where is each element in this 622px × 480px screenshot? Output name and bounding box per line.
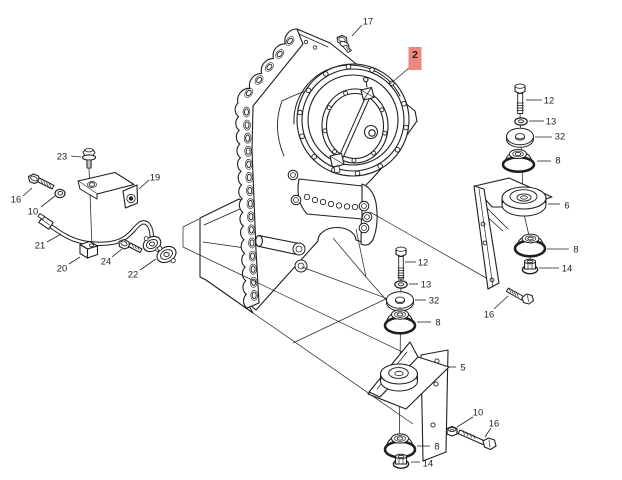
callout-8: 8 — [434, 441, 439, 452]
callout-12: 12 — [418, 257, 428, 268]
phantom-lines — [182, 211, 489, 425]
bolt-24 — [118, 238, 143, 253]
flange-bolt-holes — [242, 36, 295, 301]
leader-line-10 — [40, 195, 56, 208]
callout-23: 23 — [57, 151, 67, 162]
clamp-block-20 — [79, 240, 99, 259]
callout-21: 21 — [35, 240, 45, 251]
callout-2: 2 — [412, 49, 418, 61]
pipe-21 — [37, 213, 155, 247]
bolt-16-right — [506, 287, 535, 305]
callout-22: 22 — [128, 269, 138, 280]
case-detail-holes — [287, 39, 373, 273]
bell-housing — [293, 63, 410, 177]
callout-16: 16 — [484, 309, 494, 320]
bracket-6 — [473, 177, 553, 290]
leader-line-16 — [484, 427, 492, 438]
leader-line-23 — [70, 155, 82, 158]
washer-32-center — [386, 291, 414, 312]
nut-14-right — [521, 258, 539, 275]
leader-line-24 — [111, 248, 123, 258]
leader-line-20 — [68, 256, 81, 265]
callout-10: 10 — [473, 407, 483, 418]
callout-14: 14 — [423, 458, 433, 469]
callout-24: 24 — [101, 256, 111, 267]
leader-line-17 — [351, 24, 363, 37]
bracket-19 — [77, 171, 139, 209]
leader-line-16 — [22, 187, 33, 197]
cushion-8-center-lower — [383, 433, 417, 459]
highlight-box — [408, 47, 422, 70]
callout-13: 13 — [546, 116, 556, 127]
callout-32: 32 — [555, 131, 565, 142]
transmission-case — [199, 28, 418, 314]
callout-10: 10 — [28, 206, 38, 217]
case-flange — [234, 28, 304, 309]
callout-19: 19 — [150, 172, 160, 183]
bolt-12-center — [395, 246, 407, 280]
nut-10-center — [446, 425, 458, 437]
cushion-8-right-lower — [513, 233, 547, 258]
nut-14-center — [392, 453, 410, 470]
cushion-8-right-upper — [501, 149, 536, 174]
callout-17: 17 — [363, 16, 373, 27]
callout-6: 6 — [564, 200, 569, 211]
callout-8: 8 — [555, 155, 560, 166]
washer-32-right — [506, 127, 534, 148]
bolt-17 — [336, 35, 352, 53]
washer-13-right — [514, 117, 528, 126]
mount-assembly-center — [367, 246, 497, 470]
cushion-8-center-upper — [383, 309, 417, 335]
callout-5: 5 — [460, 362, 465, 373]
callout-8: 8 — [435, 317, 440, 328]
callout-16: 16 — [489, 418, 499, 429]
bracket-5 — [367, 341, 450, 462]
washer-13-center — [394, 280, 408, 289]
housing-bolt-circle — [297, 63, 409, 177]
leader-line-22 — [139, 258, 157, 271]
leader-line-16 — [493, 295, 509, 310]
callout-20: 20 — [57, 263, 67, 274]
callout-32: 32 — [429, 295, 439, 306]
cover-bolt-circle — [322, 90, 388, 163]
callout-13: 13 — [421, 279, 431, 290]
bolt-23 — [81, 148, 97, 169]
bolt-16-bottom — [457, 429, 497, 451]
leader-line-10 — [456, 416, 474, 428]
callout-8: 8 — [573, 244, 578, 255]
pipe-assembly-left — [27, 148, 177, 264]
flange-22 — [156, 245, 177, 264]
leader-line-2 — [389, 67, 410, 85]
banjo-fitting — [142, 235, 162, 253]
mount-assembly-right — [473, 83, 553, 305]
bolt-12-right — [514, 83, 526, 114]
callout-14: 14 — [562, 263, 572, 274]
washer-10-left — [54, 188, 66, 199]
bolt-16-left — [27, 173, 55, 190]
callout-12: 12 — [544, 95, 554, 106]
leader-line-21 — [46, 233, 62, 243]
leader-line-19 — [138, 179, 150, 190]
callout-labels: 1721213328681416121332851016814231916102… — [11, 16, 579, 469]
callout-16: 16 — [11, 194, 21, 205]
